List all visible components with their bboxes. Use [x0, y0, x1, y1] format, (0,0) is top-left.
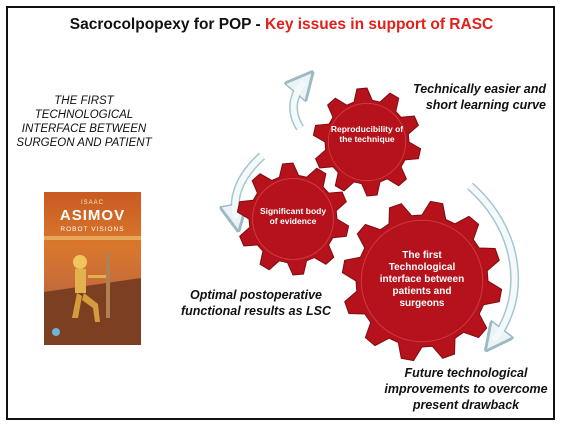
gear-reproducibility [312, 87, 422, 197]
gear-evidence [236, 162, 350, 276]
gear-label-interface: The first Technological interface betwee… [379, 250, 465, 309]
book-author-first: ISAAC [80, 200, 104, 206]
gear-interface [341, 200, 503, 362]
cycle-arrow-icon [290, 80, 307, 130]
title-accent: Key issues in support of RASC [265, 16, 494, 33]
book-author-last: ASIMOV [59, 207, 126, 224]
cycle-arrow-icon [232, 153, 265, 219]
note-future-improvements: Future technological improvements to ove… [384, 366, 548, 412]
book-cover-image: ISAAC ASIMOV ROBOT VISIONS [44, 192, 141, 345]
gear-label-reproducibility: Reproducibility of the technique [330, 124, 404, 144]
slide-title: Sacrocolpopexy for POP - Key issues in s… [0, 16, 563, 34]
gear-label-evidence: Significant body of evidence [259, 206, 327, 226]
note-functional-results: Optimal postoperative functional results… [180, 288, 332, 318]
cycle-arrow-icon [468, 183, 518, 342]
book-series: ROBOT VISIONS [60, 226, 125, 233]
title-main: Sacrocolpopexy for POP - [69, 16, 265, 33]
book-illustration [44, 236, 141, 345]
note-learning-curve: Technically easier and short learning cu… [413, 82, 546, 112]
left-caption: THE FIRST TECHNOLOGICAL INTERFACE BETWEE… [16, 95, 152, 149]
